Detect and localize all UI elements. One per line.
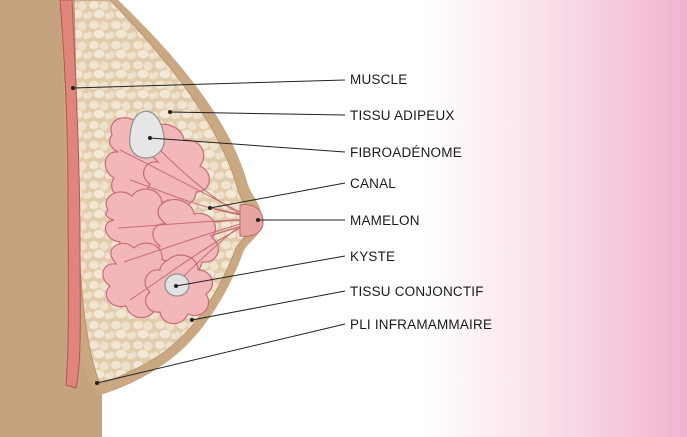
label-muscle: MUSCLE bbox=[350, 72, 407, 87]
label-fibroadenoma: FIBROADÉNOME bbox=[350, 145, 462, 160]
label-inframammary-fold: PLI INFRAMAMMAIRE bbox=[350, 317, 492, 332]
label-nipple: MAMELON bbox=[350, 213, 420, 228]
label-connective-tissue: TISSU CONJONCTIF bbox=[350, 284, 484, 299]
label-cyst: KYSTE bbox=[350, 249, 395, 264]
label-duct: CANAL bbox=[350, 176, 396, 191]
label-adipose-tissue: TISSU ADIPEUX bbox=[350, 108, 455, 123]
